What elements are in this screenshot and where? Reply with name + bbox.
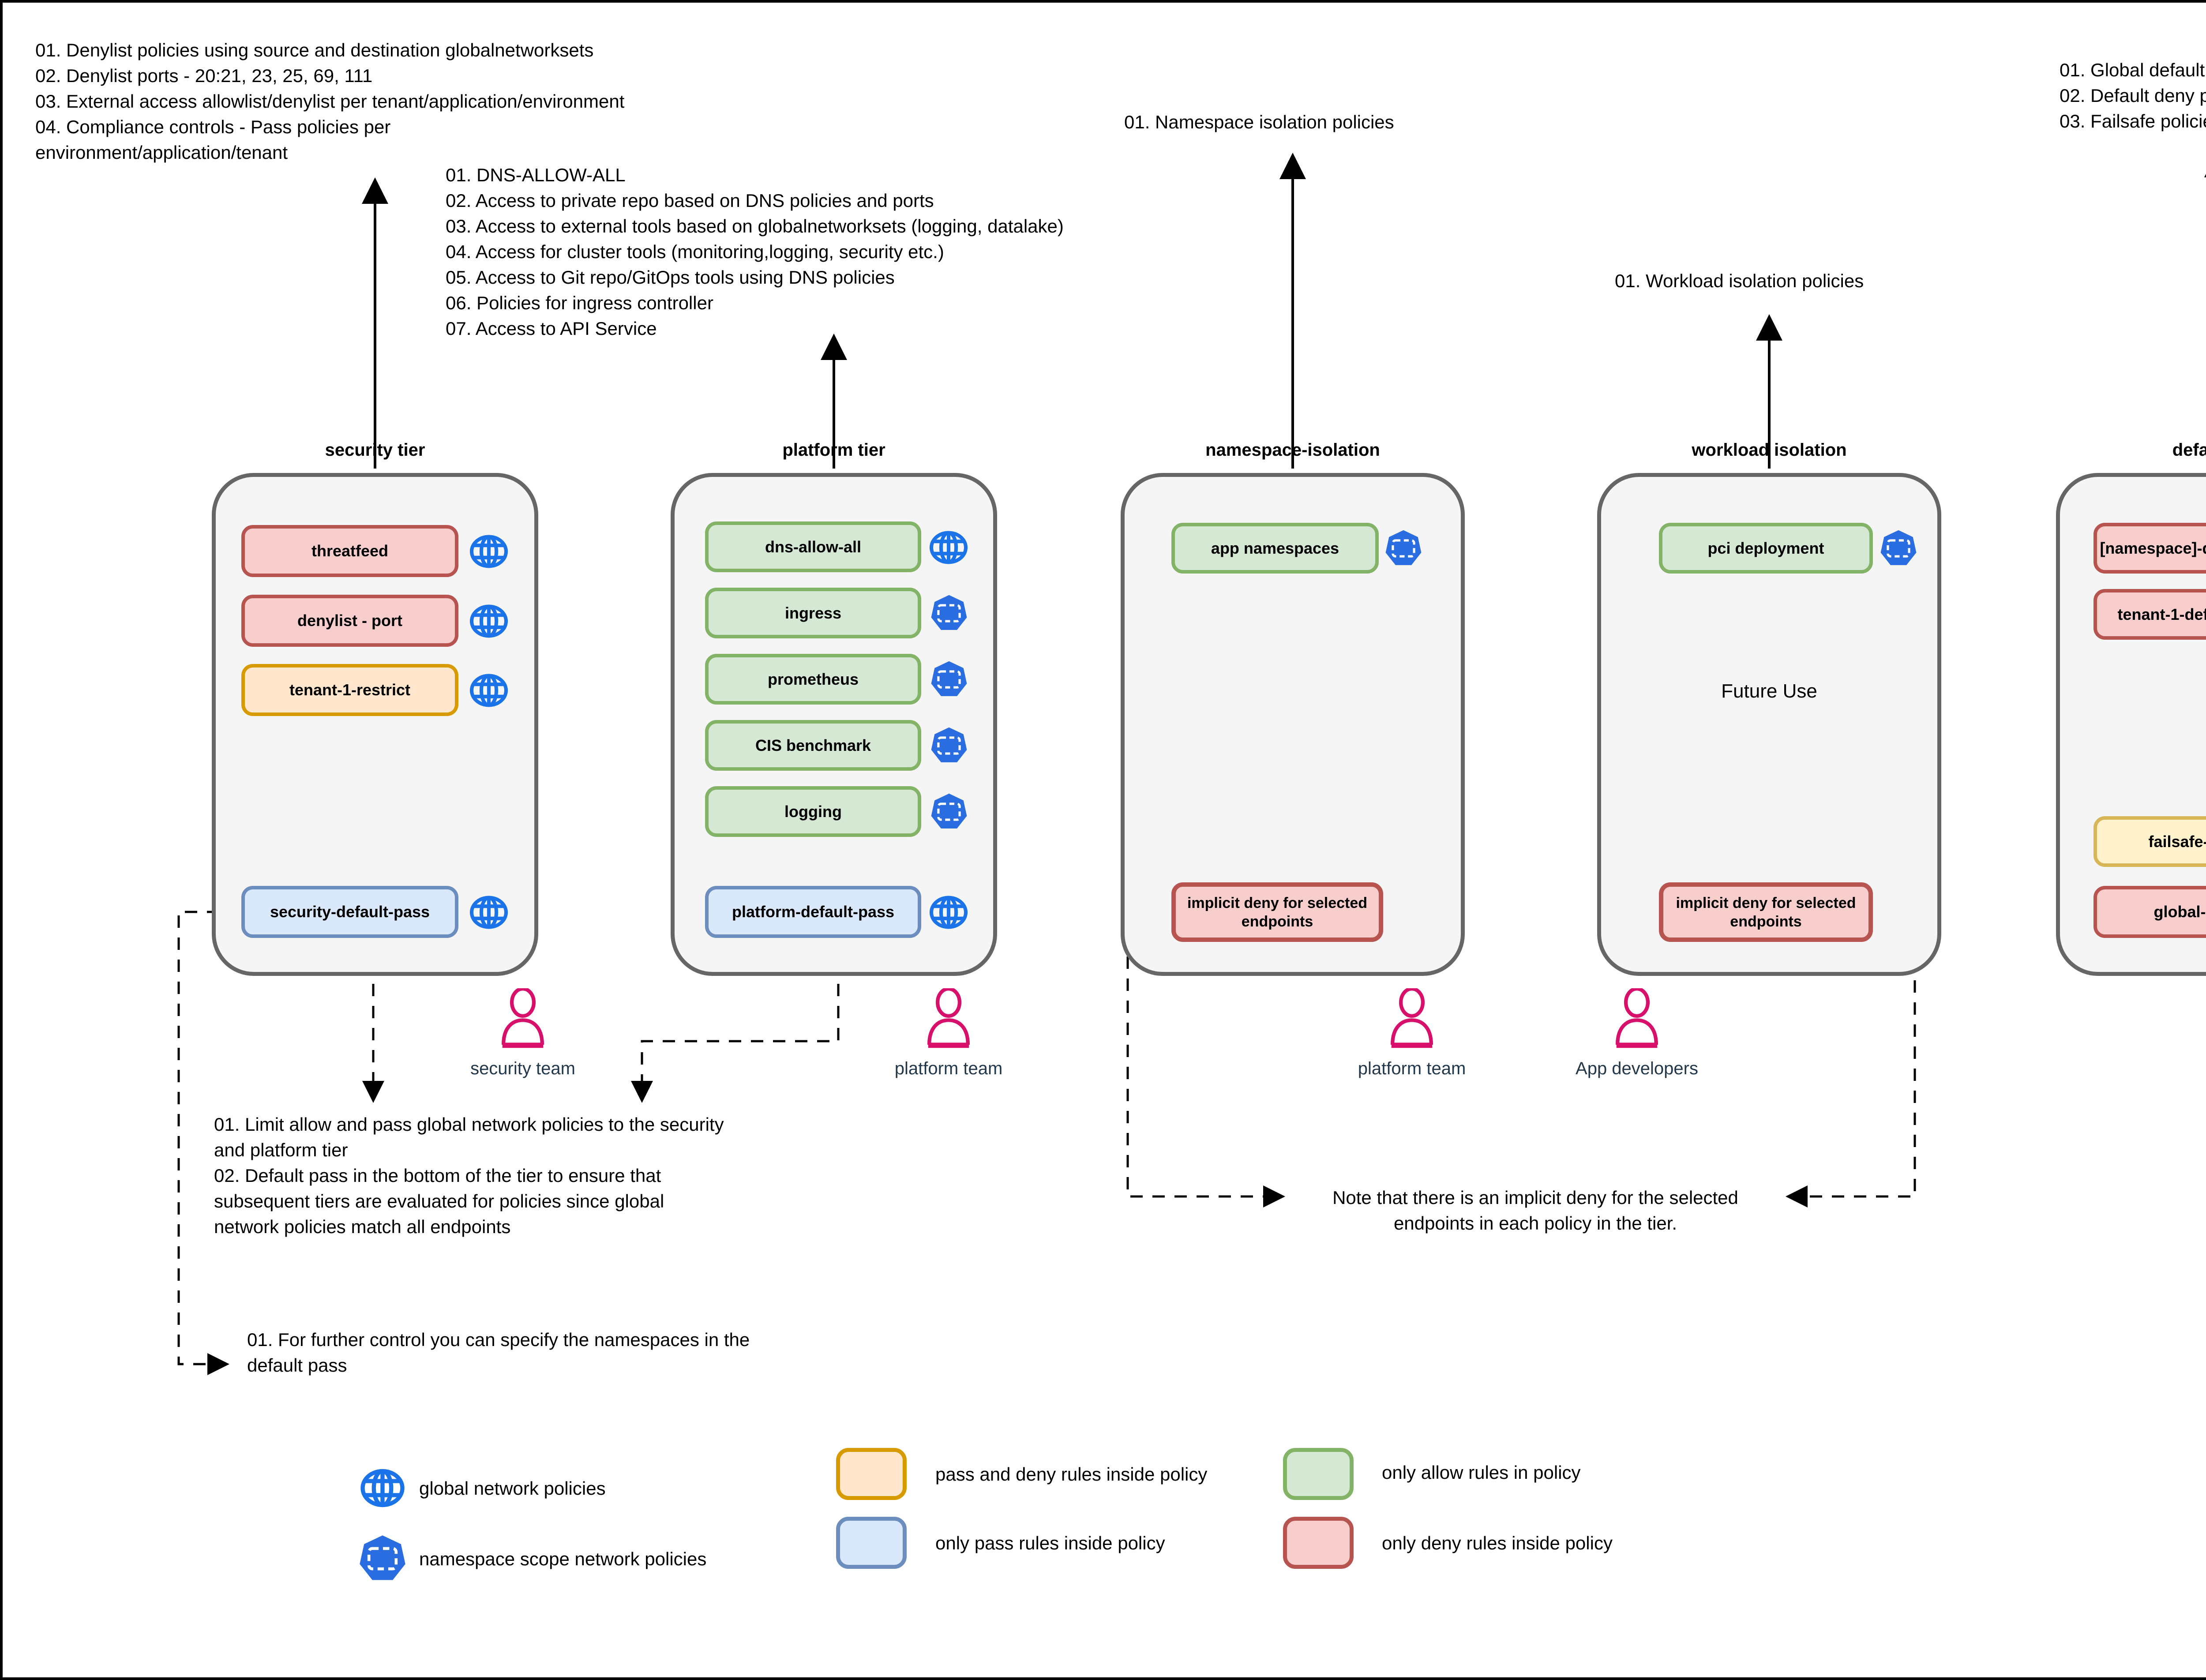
legend-swatch-only-pass <box>836 1517 907 1569</box>
pill-tenant-1-restrict: tenant-1-restrict <box>241 664 458 716</box>
namespace-scope-icon <box>931 595 967 630</box>
namespace-scope-icon <box>1385 530 1422 565</box>
globe-icon <box>469 604 508 638</box>
security-tier-notes: 01. Denylist policies using source and d… <box>35 40 625 163</box>
person-icon <box>1615 988 1658 1048</box>
pill-dns-allow-all: dns-allow-all <box>705 521 921 572</box>
pill-namespace-default-deny: [namespace]-default-deny <box>2093 523 2206 574</box>
globe-icon <box>929 531 968 564</box>
legend-only-deny: only deny rules inside policy <box>1382 1533 1613 1553</box>
dashed-platform-tier-to-limit-note <box>631 984 840 1103</box>
pill-logging: logging <box>705 786 921 837</box>
globe-icon <box>469 535 508 568</box>
pill-denylist-port: denylist - port <box>241 595 458 647</box>
legend-swatch-only-allow <box>1283 1448 1354 1500</box>
legend-swatch-pass-deny <box>836 1448 907 1500</box>
globe-icon <box>360 1469 405 1508</box>
namespace-isolation-note: 01. Namespace isolation policies <box>1124 112 1394 132</box>
further-control-note: 01. For further control you can specify … <box>247 1329 750 1376</box>
team-label-app-developers: App developers <box>1576 1059 1698 1078</box>
pill-tenant-1-default-deny: tenant-1-default-deny <box>2093 589 2206 640</box>
pill-pci-deployment: pci deployment <box>1659 523 1873 574</box>
default-tier-notes: 01. Global default deny 02. Default deny… <box>2060 60 2206 131</box>
person-icon <box>1390 988 1433 1048</box>
legend-global-policy: global network policies <box>419 1478 606 1499</box>
namespace-scope-icon <box>931 727 967 762</box>
namespace-isolation-title: namespace-isolation <box>1205 440 1380 460</box>
pill-app-namespaces: app namespaces <box>1171 523 1379 574</box>
legend-only-allow: only allow rules in policy <box>1382 1462 1581 1483</box>
namespace-scope-icon <box>931 661 967 696</box>
pill-security-default-pass: security-default-pass <box>241 886 458 938</box>
namespace-scope-icon <box>1880 530 1917 565</box>
pill-threatfeed: threatfeed <box>241 525 458 577</box>
default-tier-title: default tier <box>2172 440 2206 460</box>
security-tier-title: security tier <box>325 440 425 460</box>
workload-isolation-note: 01. Workload isolation policies <box>1615 270 1864 291</box>
legend-namespace-policy: namespace scope network policies <box>419 1549 707 1569</box>
pill-global-deny: global-deny <box>2093 886 2206 938</box>
future-use-label: Future Use <box>1721 680 1817 702</box>
platform-tier-title: platform tier <box>782 440 885 460</box>
namespace-scope-icon <box>931 793 967 829</box>
globe-icon <box>469 896 508 929</box>
pill-workload-implicit-deny: implicit deny for selected endpoints <box>1659 882 1873 942</box>
limit-pass-note: 01. Limit allow and pass global network … <box>214 1114 724 1237</box>
globe-icon <box>469 674 508 707</box>
pill-ingress: ingress <box>705 588 921 638</box>
workload-isolation-title: workload isolation <box>1692 440 1847 460</box>
pill-prometheus: prometheus <box>705 654 921 705</box>
pill-namespace-implicit-deny: implicit deny for selected endpoints <box>1171 882 1383 942</box>
person-icon <box>927 988 970 1048</box>
team-label-platform-left: platform team <box>894 1059 1003 1078</box>
person-icon <box>501 988 544 1048</box>
namespace-scope-icon <box>360 1535 405 1580</box>
legend-only-pass: only pass rules inside policy <box>935 1533 1165 1553</box>
team-label-platform-mid: platform team <box>1358 1059 1466 1078</box>
pill-cis-benchmark: CIS benchmark <box>705 720 921 771</box>
team-label-security-left: security team <box>470 1059 575 1078</box>
pill-platform-default-pass: platform-default-pass <box>705 886 921 938</box>
implicit-deny-note: Note that there is an implicit deny for … <box>1332 1187 1738 1234</box>
globe-icon <box>929 896 968 929</box>
pill-failsafe-allow: failsafe-allow <box>2093 816 2206 867</box>
platform-tier-notes: 01. DNS-ALLOW-ALL 02. Access to private … <box>446 165 1064 339</box>
legend-pass-deny: pass and deny rules inside policy <box>935 1464 1208 1485</box>
legend-swatch-only-deny <box>1283 1517 1354 1569</box>
